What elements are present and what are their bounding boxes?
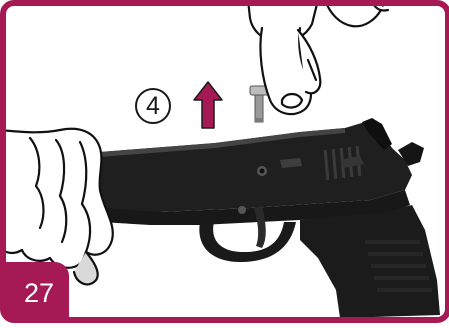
sub-step-indicator: 4 (135, 88, 171, 124)
step-number-badge: 27 (7, 266, 69, 318)
